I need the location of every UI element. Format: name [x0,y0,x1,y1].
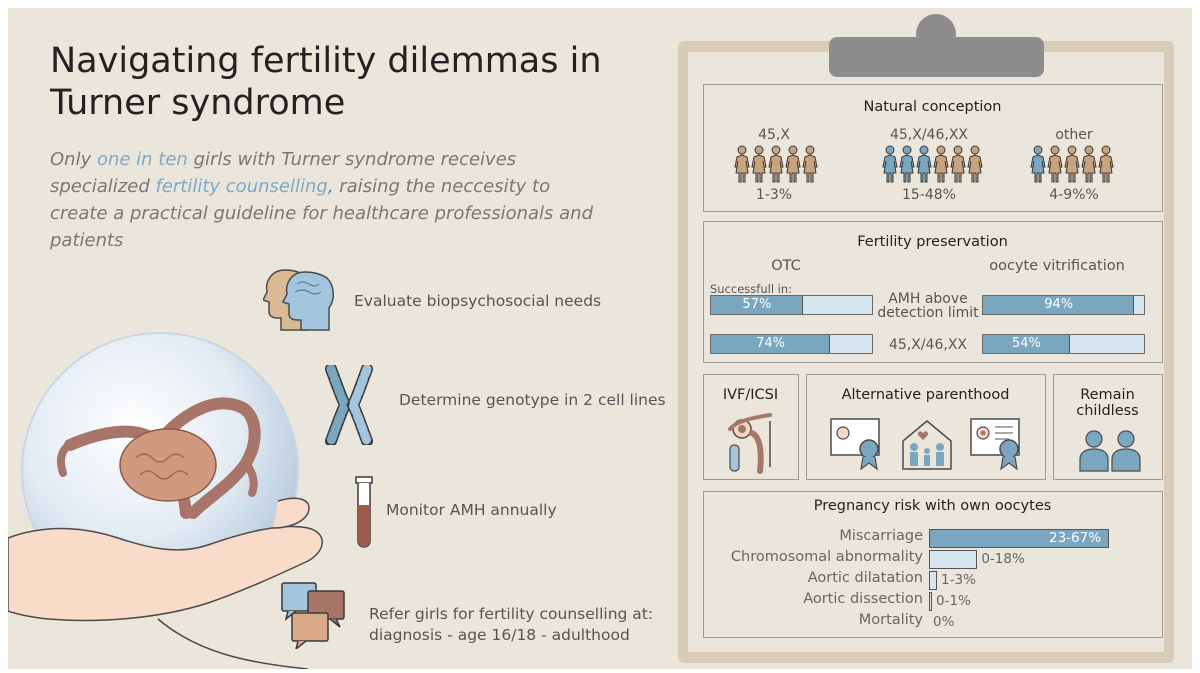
remain-childless-panel: Remain childless [1053,374,1163,480]
step-determine-genotype: Determine genotype in 2 cell lines [399,391,666,409]
fertility-preservation-title: Fertility preservation [857,234,1008,250]
group-45x-value: 1-3% [755,187,793,203]
risk-value: 0-18% [981,551,1025,567]
group-mosaic-value: 15-48% [902,187,956,203]
hand-icon [8,497,323,669]
step-refer-counselling: Refer girls for fertility counselling at… [369,605,654,644]
oocyte-amh-bar: 94% [982,295,1145,315]
otc-mosaic-bar: 74% [710,334,873,354]
oocyte-mosaic-bar-fill [983,335,1070,353]
risk-value: 23-67% [1049,530,1102,546]
page-title: Navigating fertility dilemmas in Turner … [50,41,602,123]
woman-figure-icon [1098,145,1115,187]
risk-label: Chromosomal abnormality [730,549,923,565]
woman-figure-icon [734,145,751,187]
risk-bar [929,550,978,569]
natural-conception-title: Natural conception [863,99,1002,115]
step-monitor-amh: Monitor AMH annually [386,501,557,519]
oocyte-amh-bar-fill [983,296,1135,314]
blood-tube-icon [355,476,373,548]
oocyte-mosaic-bar: 54% [982,334,1145,354]
pregnancy-risk-panel: Pregnancy risk with own oocytes Miscarri… [703,491,1163,638]
surrogacy-certificate-icon [970,418,1020,471]
otc-mosaic-bar-text: 74% [756,336,786,351]
ivf-pipette-icon [728,413,772,474]
woman-figure-icon [1064,145,1081,187]
woman-figure-icon [933,145,950,187]
risk-label: Aortic dissection [803,591,923,607]
group-mosaic-figures [882,145,984,187]
clipboard-clip [829,37,1044,77]
otc-amh-bar-text: 57% [742,297,772,312]
oocyte-amh-bar-text: 94% [1044,297,1074,312]
subtitle: Only one in ten girls with Turner syndro… [50,149,594,251]
heads-icon [263,269,334,331]
woman-figure-icon [751,145,768,187]
group-45x-name: 45,X [758,127,790,143]
remain-childless-title: Remain childless [1076,387,1139,419]
donor-certificate-icon [830,418,880,471]
ivf-panel: IVF/ICSI [703,374,799,480]
woman-figure-icon [768,145,785,187]
otc-mosaic-bar-fill [711,335,831,353]
chromosome-icon [325,365,373,445]
otc-label: OTC [771,258,801,274]
risk-value: 0% [933,614,955,630]
group-other-name: other [1055,127,1093,143]
risk-bar [929,529,1109,548]
woman-figure-icon [899,145,916,187]
fertility-preservation-panel: Fertility preservation OTC oocyte vitrif… [703,221,1163,363]
group-mosaic-name: 45,X/46,XX [889,127,969,143]
risk-value: 1-3% [941,572,976,588]
alternative-parenthood-title: Alternative parenthood [841,387,1010,403]
otc-amh-bar: 57% [710,295,873,315]
hand-globe-illustration [8,332,323,669]
couple-icon [1079,430,1141,472]
risk-bar [929,571,938,590]
pregnancy-risk-title: Pregnancy risk with own oocytes [813,498,1052,514]
woman-figure-icon [802,145,819,187]
risk-label: Miscarriage [839,528,923,544]
mosaic-row-label: 45,X/46,XX [888,337,968,353]
woman-figure-icon [882,145,899,187]
group-45x-figures [734,145,819,187]
woman-figure-icon [916,145,933,187]
oocyte-label: oocyte vitrification [989,258,1125,274]
woman-figure-icon [950,145,967,187]
woman-figure-icon [1081,145,1098,187]
otc-amh-bar-fill [711,296,803,314]
risk-label: Aortic dilatation [807,570,923,586]
infographic: Navigating fertility dilemmas in Turner … [8,8,1192,669]
group-other-figures [1030,145,1115,187]
group-other-value: 4-9%% [1049,187,1099,203]
family-house-icon [902,420,952,470]
risk-value: 0-1% [936,593,971,609]
step-evaluate-needs: Evaluate biopsychosocial needs [354,292,602,310]
risk-bar [929,592,932,611]
woman-figure-icon [1030,145,1047,187]
uterus-icon [57,397,261,519]
woman-figure-icon [967,145,984,187]
ivf-title: IVF/ICSI [722,387,779,403]
oocyte-mosaic-bar-text: 54% [1012,336,1041,351]
successful-label: Successfull in: [710,282,793,296]
woman-figure-icon [785,145,802,187]
woman-figure-icon [1047,145,1064,187]
natural-conception-panel: Natural conception 45,X 1-3% 45,X/46,XX … [703,84,1163,212]
amh-row-label: AMH above detection limit [877,291,979,321]
alternative-parenthood-panel: Alternative parenthood [806,374,1046,480]
speech-bubbles-icon [281,582,345,649]
risk-label: Mortality [858,612,923,628]
